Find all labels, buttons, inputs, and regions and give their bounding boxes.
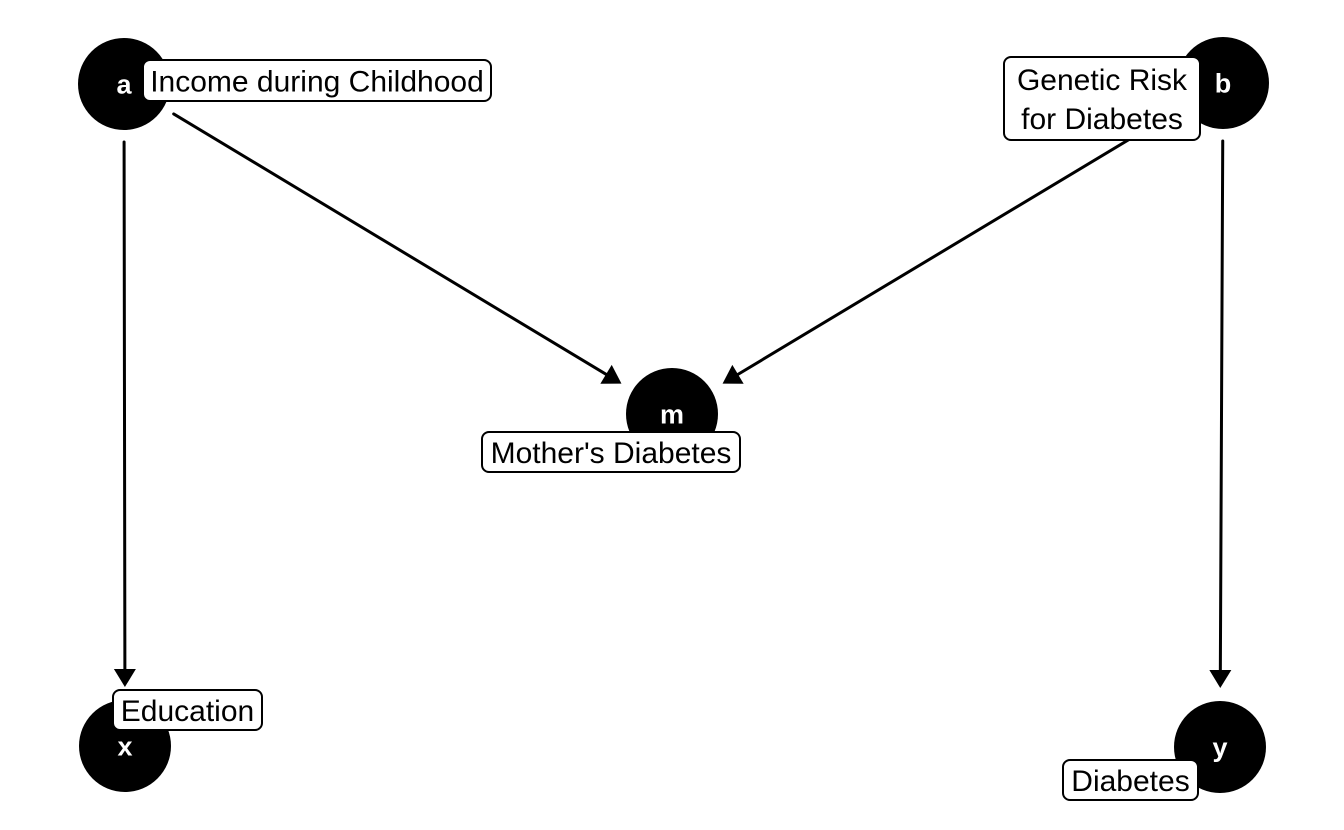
edge-line[interactable] [1218, 139, 1225, 674]
label-text-x-line1: Education [121, 695, 254, 728]
node-label-m[interactable]: Mother's Diabetes [481, 431, 741, 473]
edge-line[interactable] [122, 140, 127, 673]
arrowhead-icon [1209, 669, 1232, 689]
label-text-y-line1: Diabetes [1071, 765, 1189, 798]
node-label-a[interactable]: Income during Childhood [142, 59, 492, 102]
label-box-y[interactable] [1062, 759, 1199, 801]
edges-layer [113, 111, 1232, 689]
edge-a-to-x[interactable] [113, 140, 136, 688]
node-label-y[interactable]: Diabetes [1062, 759, 1199, 801]
label-text-b-line1: Genetic Risk [1017, 64, 1188, 97]
label-text-b-line2: for Diabetes [1021, 103, 1183, 136]
edge-b-to-m[interactable] [722, 111, 1175, 384]
arrowhead-icon [722, 364, 744, 384]
nodes-layer: a b m x y [78, 37, 1269, 793]
label-text-m-line1: Mother's Diabetes [491, 437, 732, 470]
arrowhead-icon [113, 668, 136, 688]
label-box-m[interactable] [481, 431, 741, 473]
edge-b-to-y[interactable] [1209, 139, 1232, 689]
node-letter-b: b [1215, 69, 1232, 99]
node-label-x[interactable]: Education [112, 689, 263, 731]
edge-line[interactable] [734, 111, 1175, 377]
arrowhead-icon [600, 364, 622, 384]
node-label-b[interactable]: Genetic Risk for Diabetes [1003, 56, 1201, 141]
edge-a-to-m[interactable] [172, 112, 622, 384]
node-letter-a: a [116, 70, 132, 100]
node-letter-x: x [117, 732, 132, 762]
labels-layer: Income during Childhood Genetic Risk for D… [112, 56, 1201, 801]
label-box-a[interactable] [142, 59, 492, 102]
node-letter-y: y [1212, 733, 1227, 763]
node-letter-m: m [660, 400, 684, 430]
label-text-a-line1: Income during Childhood [150, 66, 484, 99]
label-box-x[interactable] [112, 689, 263, 731]
label-box-b[interactable] [1003, 56, 1201, 141]
edge-line[interactable] [172, 112, 610, 377]
